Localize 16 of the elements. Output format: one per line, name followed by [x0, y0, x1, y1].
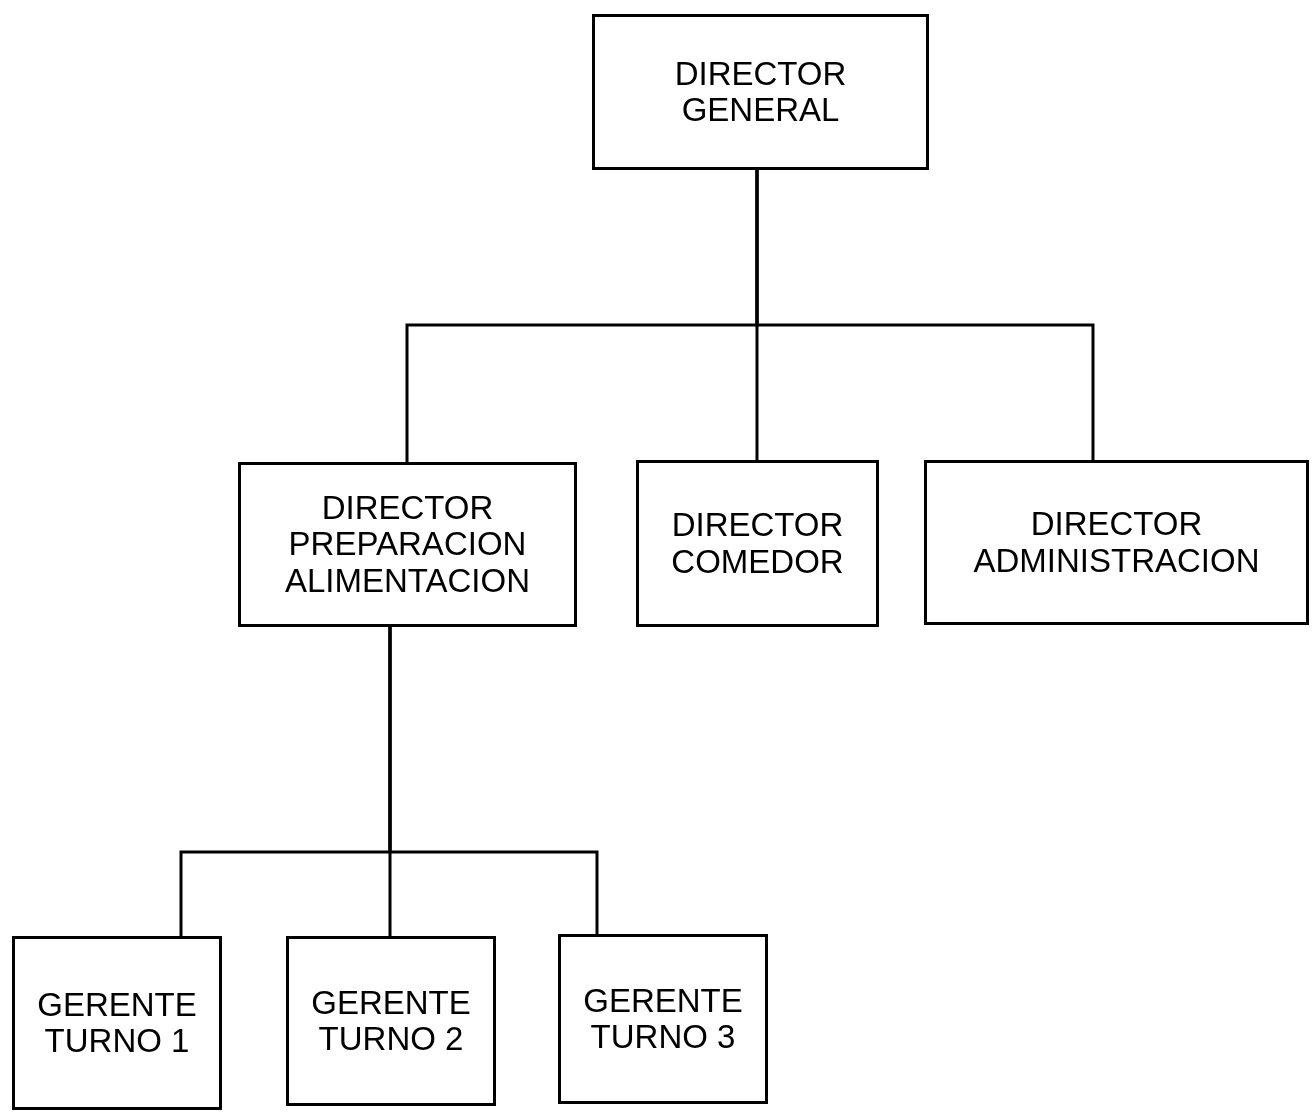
org-box: [924, 460, 1309, 625]
connector-line: [755, 170, 1095, 460]
position-title: DIRECTOR GENERAL: [673, 55, 848, 129]
org-box: [286, 936, 496, 1106]
position-title: DIRECTOR COMEDOR: [670, 507, 845, 580]
position-title: GERENTE TURNO 2: [310, 984, 472, 1058]
org-box: [12, 936, 222, 1110]
org-box: [636, 460, 879, 627]
position-title: GERENTE TURNO 3: [582, 982, 744, 1056]
org-box: [592, 14, 929, 170]
org-box: [558, 934, 768, 1104]
position-title: DIRECTOR ADMINISTRACION: [972, 506, 1261, 579]
org-box: [238, 462, 577, 627]
position-title: DIRECTOR PREPARACION ALIMENTACION: [283, 490, 532, 599]
connector-line: [388, 627, 599, 934]
position-title: GERENTE TURNO 1: [36, 986, 198, 1060]
